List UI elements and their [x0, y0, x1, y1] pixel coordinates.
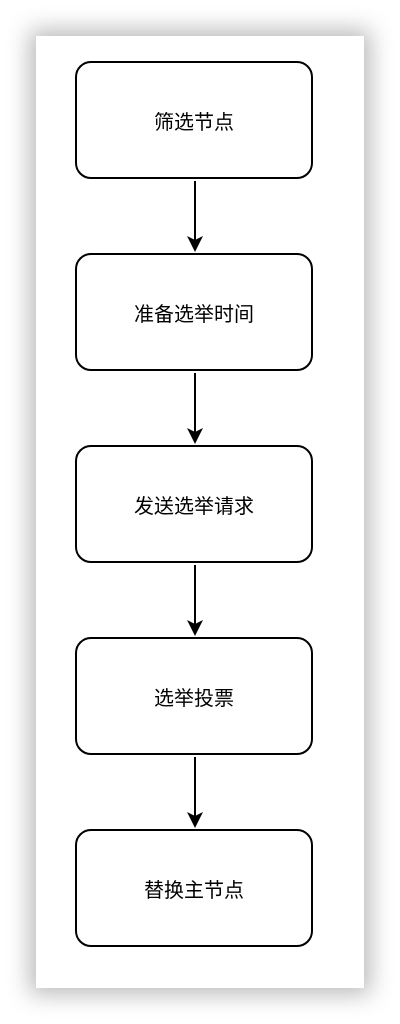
node-filter-nodes[interactable]: 筛选节点 [75, 61, 313, 179]
node-label: 筛选节点 [154, 109, 234, 134]
node-label: 替换主节点 [144, 877, 244, 902]
node-election-vote[interactable]: 选举投票 [75, 637, 313, 755]
node-label: 发送选举请求 [134, 493, 254, 518]
node-send-election-request[interactable]: 发送选举请求 [75, 445, 313, 563]
node-replace-master[interactable]: 替换主节点 [75, 829, 313, 947]
node-label: 准备选举时间 [134, 301, 254, 326]
node-label: 选举投票 [154, 685, 234, 710]
node-prepare-election-time[interactable]: 准备选举时间 [75, 253, 313, 371]
